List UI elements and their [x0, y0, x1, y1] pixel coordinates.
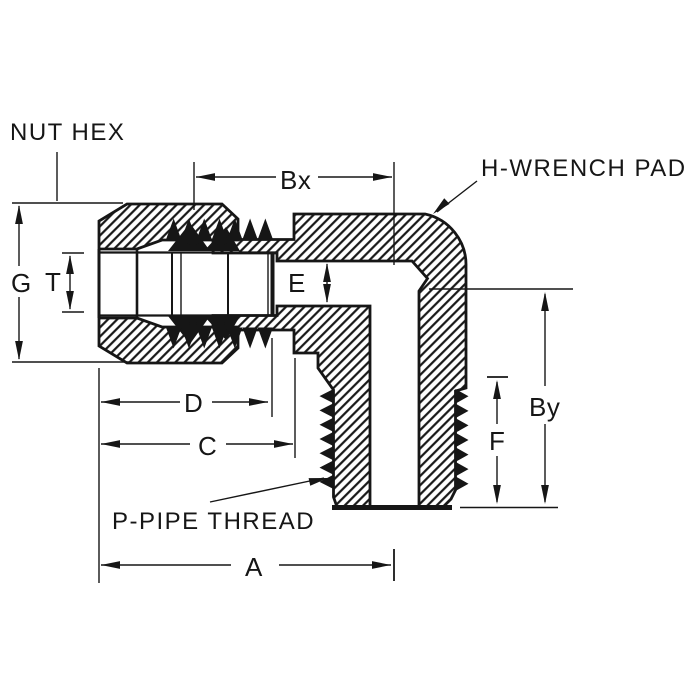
- body-upper-right-wall: [211, 212, 468, 509]
- dimension-arrowheads: [15, 173, 549, 569]
- tube-bore: [99, 250, 277, 317]
- callout-wrench-pad: H-WRENCH PAD: [436, 155, 687, 213]
- arrowhead: [66, 291, 74, 310]
- callout-nut-hex: NUT HEX: [10, 119, 125, 201]
- male-pipe-thread-right: [455, 389, 469, 491]
- dim-label-c: C: [198, 431, 217, 461]
- elbow-body-section: [211, 212, 468, 510]
- nut-hex-label: NUT HEX: [10, 119, 125, 146]
- arrowhead: [15, 205, 23, 224]
- swage-mark-upper: [185, 241, 229, 251]
- dim-e: E: [288, 264, 328, 302]
- arrowhead: [493, 485, 501, 504]
- pipe-thread-label: P-PIPE THREAD: [112, 508, 315, 535]
- arrowhead: [66, 255, 74, 274]
- arrowhead: [196, 173, 215, 181]
- swage-mark-lower: [185, 316, 229, 326]
- wrench-pad-label: H-WRENCH PAD: [481, 155, 687, 182]
- thread-zigzags: [166, 218, 469, 491]
- dim-label-e: E: [288, 268, 306, 298]
- arrowhead: [101, 440, 120, 448]
- arrowhead: [323, 263, 331, 282]
- dim-label-a: A: [245, 552, 263, 582]
- callout-pipe-thread: P-PIPE THREAD: [112, 477, 325, 535]
- arrowhead: [372, 561, 391, 569]
- dim-t: T: [45, 252, 84, 313]
- dim-label-g: G: [11, 268, 32, 298]
- arrowhead: [101, 561, 120, 569]
- dim-a: A: [98, 368, 395, 583]
- arrowhead: [541, 485, 549, 504]
- arrowhead: [274, 440, 293, 448]
- dim-label-d: D: [184, 388, 203, 418]
- dim-label-f: F: [489, 426, 505, 456]
- arrowhead: [101, 398, 120, 406]
- arrowhead: [541, 292, 549, 311]
- dim-label-by: By: [529, 392, 560, 422]
- leader-line: [209, 477, 325, 503]
- arrowhead: [373, 173, 392, 181]
- nut-body-thread-lower: [166, 327, 273, 349]
- male-pipe-thread-left: [319, 389, 334, 489]
- arrowhead: [249, 398, 268, 406]
- arrowhead: [15, 341, 23, 360]
- arrowhead: [308, 478, 328, 486]
- dim-label-bx: Bx: [280, 165, 311, 195]
- arrowhead: [323, 284, 331, 303]
- dim-label-t: T: [45, 267, 61, 297]
- arrowhead: [493, 380, 501, 399]
- nut-body-thread-upper: [166, 218, 273, 240]
- arrowhead: [433, 198, 450, 214]
